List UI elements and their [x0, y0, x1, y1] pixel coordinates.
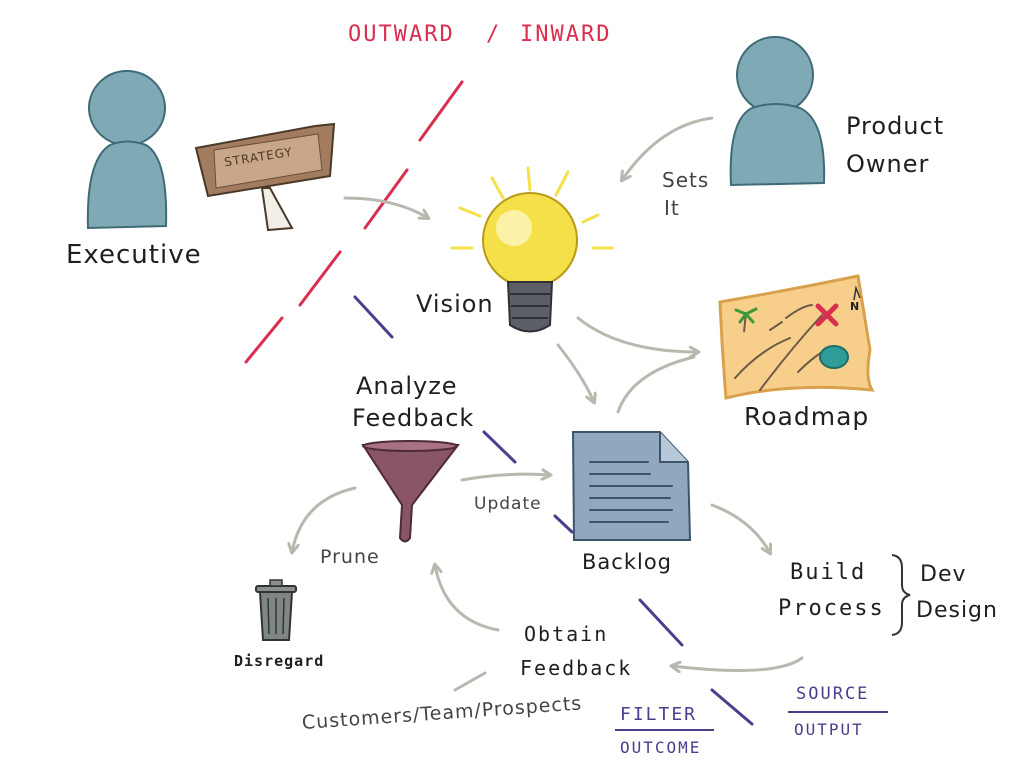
strategy-signpost-icon: [194, 122, 336, 232]
analyze-label-line2: Feedback: [352, 404, 475, 432]
build-brace: [891, 554, 911, 636]
inward-label: INWARD: [520, 22, 612, 47]
arrow-funnel-to-backlog: [460, 474, 550, 482]
prune-label: Prune: [320, 546, 380, 568]
arrow-backlog-to-roadmap: [616, 355, 696, 414]
compass-north-label: N: [850, 300, 861, 313]
build-label-line1: Build: [790, 560, 867, 585]
divider-slash: /: [486, 22, 502, 47]
arrow-vision-to-roadmap: [576, 316, 698, 352]
filter-label: FILTER: [620, 704, 698, 725]
roadmap-label: Roadmap: [744, 402, 870, 431]
flow-arrows: [292, 116, 804, 692]
outward-label: OUTWARD: [348, 22, 455, 47]
arrow-funnel-to-trash: [292, 486, 357, 552]
disregard-trash-can-icon: [255, 579, 297, 641]
arrow-build-to-obtain: [672, 656, 804, 671]
executive-label: Executive: [66, 240, 202, 270]
vision-lightbulb-icon: [450, 166, 614, 333]
product-owner-person-icon: [729, 36, 826, 187]
product-owner-label-line1: Product: [846, 112, 945, 140]
disregard-label: Disregard: [234, 652, 325, 670]
vision-label: Vision: [416, 290, 494, 318]
dev-label: Dev: [920, 562, 967, 587]
executive-person-icon: [86, 70, 168, 230]
outcome-label: OUTCOME: [620, 738, 702, 757]
arrow-obtain-to-funnel: [435, 565, 500, 632]
obtain-label-line1: Obtain: [524, 622, 609, 646]
roadmap-treasure-map-icon: [718, 274, 875, 400]
update-label: Update: [474, 494, 542, 514]
analyze-funnel-icon: [361, 440, 460, 543]
arrow-backlog-to-build: [710, 503, 770, 553]
backlog-label: Backlog: [582, 550, 672, 574]
filter-divider: [353, 295, 754, 726]
outward-inward-divider: [244, 80, 464, 364]
sets-it-label-line1: Sets: [662, 168, 710, 192]
arrow-strategy-to-vision: [343, 196, 428, 218]
product-owner-label-line2: Owner: [846, 150, 930, 178]
backlog-document-icon: [571, 431, 692, 541]
output-label: OUTPUT: [794, 720, 864, 739]
obtain-label-line2: Feedback: [520, 656, 633, 680]
line-customers-to-obtain: [453, 671, 487, 692]
analyze-label-line1: Analyze: [356, 372, 458, 400]
design-label: Design: [916, 598, 998, 623]
source-label: SOURCE: [796, 684, 870, 704]
arrow-vision-to-backlog: [556, 343, 594, 402]
build-label-line2: Process: [778, 596, 885, 621]
arrow-owner-to-vision: [622, 116, 714, 180]
sets-it-label-line2: It: [664, 196, 680, 220]
